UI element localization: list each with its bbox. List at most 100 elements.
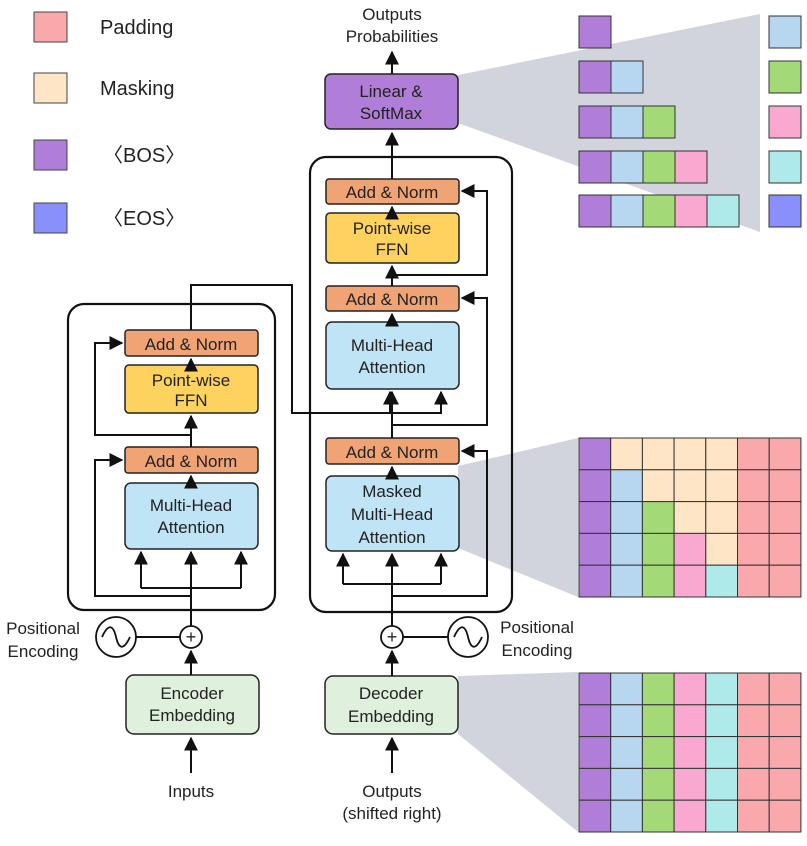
matrix-cell xyxy=(737,736,770,769)
legend-label-bos: 〈BOS〉 xyxy=(103,145,185,167)
matrix-cell xyxy=(768,799,802,833)
matrix-cell xyxy=(610,704,643,738)
encoder-add-norm-top-label: Add & Norm xyxy=(145,335,238,354)
encoder-ffn-label-2: FFN xyxy=(174,391,207,410)
encoder-multi-head-attention xyxy=(124,482,259,550)
matrix-cell xyxy=(641,799,675,833)
matrix-cell xyxy=(737,672,770,706)
matrix-cell xyxy=(610,767,643,801)
matrix-cell xyxy=(705,437,738,471)
context-token-cell xyxy=(674,194,708,228)
matrix-cell xyxy=(578,767,612,801)
matrix-cell xyxy=(641,704,675,738)
embedding-fan xyxy=(458,672,578,832)
matrix-cell xyxy=(641,736,675,769)
matrix-cell xyxy=(705,704,738,738)
matrix-cell xyxy=(641,501,675,534)
context-token-cell xyxy=(674,150,708,184)
matrix-cell xyxy=(705,672,738,706)
predicted-token-cell xyxy=(768,15,802,49)
legend-item-padding: Padding xyxy=(33,11,173,43)
context-token-cell xyxy=(578,194,612,228)
masked-attention-matrix xyxy=(578,437,802,598)
matrix-cell xyxy=(578,532,612,566)
context-token-cell xyxy=(578,15,612,49)
decoder-masked-label-3: Attention xyxy=(358,528,425,547)
matrix-cell xyxy=(641,564,675,598)
encoder-add-norm-bottom-label: Add & Norm xyxy=(145,452,238,471)
decoder-embedding-matrix xyxy=(578,672,802,833)
context-token-cell xyxy=(610,60,644,94)
matrix-cell xyxy=(673,672,707,706)
decoder-cross-attention xyxy=(325,321,460,390)
decoder-stack: Add & Norm Point-wise FFN Add & Norm Mul… xyxy=(308,50,574,823)
encoder-attention-label-1: Multi-Head xyxy=(150,496,232,515)
decoder-ffn-label-1: Point-wise xyxy=(353,219,431,238)
legend-item-eos: 〈EOS〉 xyxy=(33,202,185,234)
output-probabilities-label-1: Outputs xyxy=(362,5,422,24)
decoder-add-norm-top-label: Add & Norm xyxy=(346,183,439,202)
legend-item-bos: 〈BOS〉 xyxy=(33,139,185,171)
linear-softmax-label-2: SoftMax xyxy=(360,104,423,123)
context-token-cell xyxy=(610,150,644,184)
context-token-cell xyxy=(642,150,676,184)
matrix-cell xyxy=(610,532,643,566)
matrix-cell xyxy=(768,532,802,566)
context-token-cell xyxy=(610,194,644,228)
output-head: Linear & SoftMax Outputs Probabilities xyxy=(324,5,459,130)
encoder-embedding xyxy=(125,674,260,735)
matrix-cell xyxy=(641,437,675,471)
matrix-cell xyxy=(737,532,770,566)
context-token-cell xyxy=(578,105,612,139)
matrix-cell xyxy=(737,437,770,471)
encoder-ffn-label-1: Point-wise xyxy=(152,371,230,390)
matrix-cell xyxy=(641,532,675,566)
matrix-cell xyxy=(610,501,643,534)
matrix-cell xyxy=(705,799,738,833)
decoder-plus-icon: + xyxy=(387,627,398,647)
matrix-cell xyxy=(705,767,738,801)
predicted-token-cell xyxy=(768,150,802,184)
matrix-cell xyxy=(610,469,643,503)
linear-softmax-label-1: Linear & xyxy=(359,82,423,101)
autoregressive-steps xyxy=(578,15,802,228)
matrix-cell xyxy=(673,469,707,503)
legend-label-masking: Masking xyxy=(100,78,174,100)
encoder-frame xyxy=(66,302,277,612)
decoder-positional-label-1: Positional xyxy=(500,618,574,637)
matrix-cell xyxy=(578,501,612,534)
outputs-shifted-label-1: Outputs xyxy=(362,782,422,801)
matrix-cell xyxy=(610,564,643,598)
matrix-cell xyxy=(768,469,802,503)
matrix-cell xyxy=(578,672,612,706)
matrix-cell xyxy=(578,564,612,598)
matrix-cell xyxy=(673,736,707,769)
matrix-cell xyxy=(610,736,643,769)
decoder-masked-label-2: Multi-Head xyxy=(351,505,433,524)
decoder-sine-wave-icon xyxy=(447,616,489,658)
matrix-cell xyxy=(705,532,738,566)
decoder-add-norm-bottom-label: Add & Norm xyxy=(346,443,439,462)
encoder-attention-label-2: Attention xyxy=(157,518,224,537)
matrix-cell xyxy=(578,799,612,833)
matrix-cell xyxy=(737,501,770,534)
matrix-cell xyxy=(705,501,738,534)
masked-attention-fan xyxy=(458,438,578,597)
matrix-cell xyxy=(673,564,707,598)
matrix-cell xyxy=(768,767,802,801)
matrix-cell xyxy=(673,501,707,534)
matrix-cell xyxy=(737,704,770,738)
encoder-stack: Add & Norm Point-wise FFN Add & Norm Mul… xyxy=(6,284,448,801)
matrix-cell xyxy=(768,672,802,706)
legend-label-padding: Padding xyxy=(100,17,173,39)
decoder-ffn-label-2: FFN xyxy=(375,240,408,259)
matrix-cell xyxy=(578,469,612,503)
encoder-embedding-label-2: Embedding xyxy=(149,706,235,725)
decoder-masked-label-1: Masked xyxy=(362,482,422,501)
matrix-cell xyxy=(737,564,770,598)
matrix-cell xyxy=(578,437,612,471)
context-token-cell xyxy=(610,105,644,139)
encoder-positional-label-1: Positional xyxy=(6,619,80,638)
inputs-label: Inputs xyxy=(168,782,214,801)
